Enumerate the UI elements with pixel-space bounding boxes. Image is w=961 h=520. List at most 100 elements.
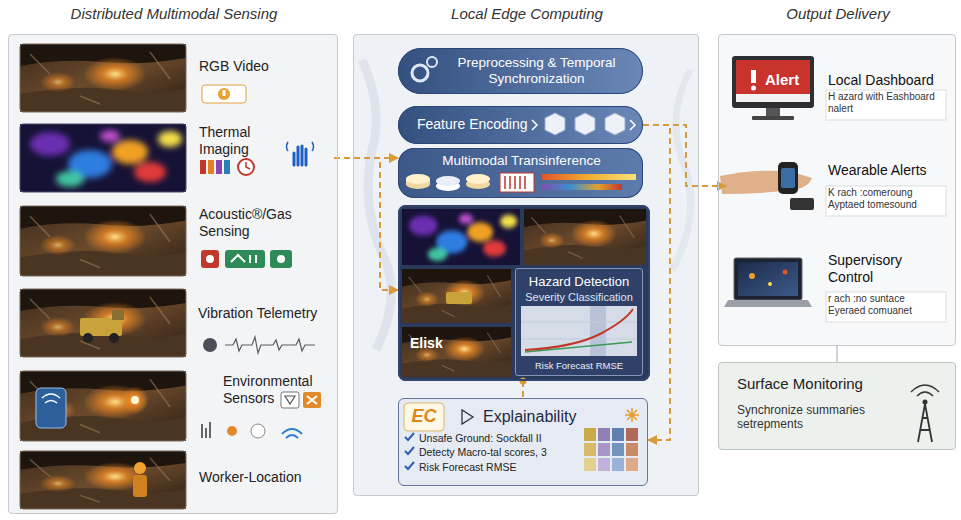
output-icons <box>736 94 810 102</box>
sensor-photos <box>112 310 124 320</box>
edge-illustrations <box>398 106 643 144</box>
text-slot: Thermal Imaging <box>199 124 279 158</box>
text-slot: Vibration Telemetry <box>198 305 332 322</box>
text-slot: Output Delivery <box>719 5 957 23</box>
sensor-icons <box>231 255 256 263</box>
text-slot: Multimodal Transinference <box>409 153 634 169</box>
output-icons <box>911 385 939 396</box>
panel-fills <box>362 60 391 350</box>
box-heading: Explainability <box>483 407 633 426</box>
sensor-icons <box>206 255 214 263</box>
sensor-photos <box>20 289 186 357</box>
text-slot: EC <box>405 406 443 428</box>
output-icons <box>766 108 780 116</box>
label-slot: Alert <box>765 71 809 89</box>
sensor-photos <box>20 124 186 192</box>
output-icons <box>736 60 810 102</box>
text-slot: K rach :comeroung Ayptaed tomesound <box>828 187 944 211</box>
text-slot: Risk Forecast RMSE <box>419 461 579 474</box>
output-icons <box>732 56 814 108</box>
sensor-icons <box>270 250 292 268</box>
process-label: Multimodal Transinference <box>409 153 634 169</box>
panel-fills <box>8 34 338 514</box>
text-slot: RGB Video <box>199 58 329 75</box>
sensor-icons <box>201 250 219 268</box>
text-slot: Explainability <box>483 407 633 426</box>
edge-illustrations <box>598 428 610 441</box>
sensor-icons <box>281 392 299 408</box>
panel-fills <box>8 34 956 514</box>
edge-illustrations <box>515 268 643 376</box>
edge-illustrations <box>406 174 430 184</box>
screen-label: Alert <box>765 71 809 89</box>
output-icons <box>778 162 798 194</box>
output-icons <box>790 198 814 210</box>
text-slot: r ach :no suntace Eyeraed comuanet <box>828 293 944 317</box>
sensor-photos <box>131 396 139 404</box>
output-icons <box>734 258 802 300</box>
text-slot: Synchronize summaries setrepments <box>737 403 897 432</box>
image-caption: Elisk <box>410 335 470 352</box>
sensor-icons <box>307 396 317 404</box>
process-pill: Preprocessing & Temporal Synchronization <box>398 48 643 94</box>
edge-computing-panel: Preprocessing & Temporal Synchronization… <box>353 34 699 496</box>
output-panel: Local DashboardH azard with Eashboard na… <box>718 34 956 346</box>
edge-illustrations <box>542 184 622 190</box>
edge-illustrations <box>626 428 638 441</box>
box-note: Synchronize summaries setrepments <box>737 403 897 432</box>
output-title: Local Dashboard <box>828 72 946 89</box>
edge-illustrations <box>542 174 636 180</box>
output-icons <box>738 262 798 296</box>
edge-illustrations <box>584 428 596 441</box>
panel-fills <box>353 34 699 496</box>
edge-illustrations <box>626 458 638 471</box>
output-icons <box>923 400 928 405</box>
text-slot: Detecty Macro-tal scores, 3 <box>419 446 579 459</box>
edge-illustrations <box>398 48 650 486</box>
edge-illustrations <box>612 443 624 456</box>
panel-fills <box>718 34 956 346</box>
sensor-row: Vibration Telemetry <box>18 287 334 359</box>
sensor-photos <box>20 451 186 509</box>
edge-illustrations <box>412 65 428 81</box>
output-title: Supervisory Control <box>828 252 938 286</box>
text-slot: Unsafe Ground: Sockfall II <box>419 432 579 445</box>
edge-illustrations <box>625 408 639 422</box>
sensor-photos <box>20 371 186 441</box>
edge-illustrations <box>545 113 625 135</box>
edge-illustrations <box>521 306 637 356</box>
output-note: K rach :comeroung Ayptaed tomesound <box>828 187 944 211</box>
edge-illustrations <box>525 342 632 352</box>
sensor-label: Thermal Imaging <box>199 124 279 158</box>
sensor-icons <box>202 422 210 438</box>
edge-illustrations <box>525 309 633 350</box>
data-flow-arrow <box>334 158 398 290</box>
sensor-icons <box>294 146 306 165</box>
data-flow-arrow <box>643 125 670 440</box>
sensor-icons <box>303 392 321 408</box>
sensor-icons <box>218 88 230 100</box>
edge-illustrations <box>402 209 520 265</box>
data-flow-arrow <box>643 125 726 186</box>
sensor-photos <box>20 206 186 276</box>
edge-illustrations <box>598 443 610 456</box>
output-title: Wearable Alerts <box>828 162 946 179</box>
sensor-icons <box>246 162 250 169</box>
text-slot: Surface Monitoring <box>737 375 907 393</box>
process-pill: Multimodal Transinference <box>398 148 643 198</box>
sensor-photos <box>20 44 186 509</box>
text-slot: Local Dashboard <box>828 72 946 89</box>
sensor-icons <box>203 338 217 352</box>
edge-illustrations <box>584 458 596 471</box>
sensor-icons <box>251 424 265 438</box>
sensor-label: Acoustic®/Gas Sensing <box>199 206 319 240</box>
sensor-label: RGB Video <box>199 58 329 75</box>
output-item: Supervisory Control r ach :no suntace Eye… <box>726 246 950 336</box>
edge-illustrations <box>427 57 437 67</box>
chart-caption: Risk Forecast RMSE <box>520 360 638 371</box>
text-slot: Severity Classification <box>520 291 638 304</box>
sensor-label: Worker-Location <box>199 469 329 486</box>
sensor-label: Environmental Sensors <box>223 373 327 407</box>
text-slot: Feature Encoding <box>417 116 537 133</box>
